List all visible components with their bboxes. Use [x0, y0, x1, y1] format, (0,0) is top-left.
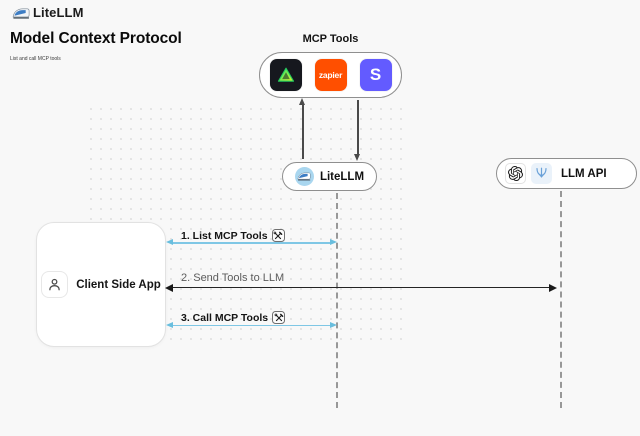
message-1-arrow	[173, 242, 330, 244]
hammer-wrench-glyph	[274, 313, 283, 321]
message-1-arrowhead-left	[166, 239, 173, 245]
bullet-train-icon	[12, 8, 30, 19]
message-3-text: 3. Call MCP Tools	[181, 311, 269, 324]
hammer-wrench-icon	[271, 229, 285, 242]
message-2-arrowhead-left	[165, 283, 173, 292]
message-3-arrow	[173, 324, 330, 327]
green-triangle-glyph	[277, 67, 294, 82]
lifeline-llm-api	[560, 191, 562, 408]
arrow-down-mcp-to-litellm	[357, 100, 359, 156]
litellm-node: LiteLLM	[282, 162, 377, 191]
zapier-icon: zapier	[314, 59, 347, 91]
page-subtitle: List and call MCP tools	[10, 56, 61, 62]
blue-llm-provider-glyph	[536, 167, 547, 178]
brand-name: LiteLLM	[33, 5, 84, 20]
litellm-node-label: LiteLLM	[319, 170, 365, 183]
green-triangle-tool-icon	[269, 59, 302, 91]
stripe-icon: S	[359, 59, 392, 91]
message-3-arrowhead-right	[330, 321, 337, 328]
hammer-wrench-glyph	[273, 231, 283, 239]
message-2-text: 2. Send Tools to LLM	[181, 272, 285, 284]
arrow-down-head	[353, 154, 360, 161]
openai-icon	[505, 163, 526, 184]
message-1-label: 1. List MCP Tools	[181, 229, 285, 242]
llm-api-node-label: LLM API	[561, 167, 607, 180]
person-glyph	[49, 278, 60, 291]
client-side-app-node: Client Side App	[36, 222, 166, 347]
arrow-up-litellm-to-mcp	[302, 103, 304, 159]
litellm-train-icon	[294, 167, 314, 186]
mcp-tools-node: zapier S	[259, 52, 402, 98]
page-title: Model Context Protocol	[10, 30, 182, 47]
hammer-wrench-icon	[272, 311, 286, 324]
message-3-label: 3. Call MCP Tools	[181, 311, 286, 324]
lifeline-litellm	[336, 193, 338, 408]
mcp-tools-label: MCP Tools	[302, 33, 359, 45]
bullet-train-icon	[298, 172, 311, 181]
client-node-label: Client Side App	[76, 278, 161, 291]
message-3-arrowhead-left	[166, 321, 173, 328]
message-2-label: 2. Send Tools to LLM	[181, 272, 284, 284]
person-icon	[41, 271, 69, 298]
openai-logo-glyph	[508, 166, 523, 181]
message-2-arrow	[173, 286, 549, 289]
llm-api-node: LLM API	[496, 158, 637, 189]
arrow-up-head	[298, 98, 305, 105]
message-1-text: 1. List MCP Tools	[181, 229, 268, 242]
message-2-arrowhead-right	[549, 283, 557, 292]
message-1-arrowhead-right	[330, 239, 337, 245]
blue-llm-provider-icon	[531, 163, 552, 184]
